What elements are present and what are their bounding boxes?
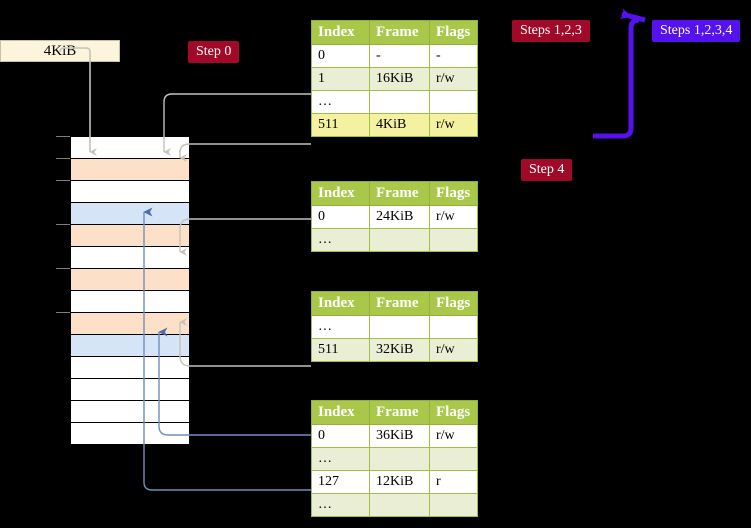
memory-column bbox=[70, 136, 190, 445]
table-cell-flags: r/w bbox=[429, 205, 478, 229]
table-cell-index: 127 bbox=[311, 470, 370, 494]
table-cell-frame bbox=[369, 228, 430, 252]
memory-frame-row bbox=[70, 136, 190, 159]
table-cell-flags bbox=[429, 447, 478, 471]
column-header-flags: Flags bbox=[429, 400, 478, 425]
memory-block-4kib: 4KiB bbox=[0, 40, 120, 62]
column-header-frame: Frame bbox=[369, 291, 430, 316]
memory-frame-row bbox=[70, 422, 190, 445]
table-cell-index: … bbox=[311, 493, 370, 517]
table-cell-index: … bbox=[311, 315, 370, 339]
table-cell-frame: 16KiB bbox=[369, 67, 430, 91]
memory-frame-row bbox=[70, 400, 190, 423]
memory-frame-row bbox=[70, 158, 190, 181]
memory-frame-row bbox=[70, 268, 190, 291]
column-header-frame: Frame bbox=[369, 400, 430, 425]
connector-pdp-row0 bbox=[179, 218, 311, 256]
table-cell-flags: r/w bbox=[429, 113, 478, 137]
table-cell-index: … bbox=[311, 447, 370, 471]
connector-pml4-row511 bbox=[179, 143, 311, 162]
column-header-flags: Flags bbox=[429, 291, 478, 316]
connector-pd-row511 bbox=[179, 318, 311, 367]
table-cell-flags bbox=[429, 315, 478, 339]
table-cell-flags bbox=[429, 493, 478, 517]
table-cell-frame: - bbox=[369, 44, 430, 68]
table-cell-flags: r/w bbox=[429, 424, 478, 448]
table-cell-index: 511 bbox=[311, 113, 370, 137]
column-header-index: Index bbox=[311, 20, 370, 45]
table-cell-index: … bbox=[311, 228, 370, 252]
column-header-index: Index bbox=[311, 400, 370, 425]
column-header-index: Index bbox=[311, 181, 370, 206]
table-cell-flags bbox=[429, 228, 478, 252]
table-cell-frame: 24KiB bbox=[369, 205, 430, 229]
column-header-index: Index bbox=[311, 291, 370, 316]
memory-tick bbox=[56, 224, 70, 225]
table-row[interactable]: … bbox=[311, 315, 478, 339]
step-badge-steps123: Steps 1,2,3 bbox=[512, 20, 590, 42]
table-cell-flags: r/w bbox=[429, 67, 478, 91]
table-row[interactable]: … bbox=[311, 228, 478, 252]
column-header-flags: Flags bbox=[429, 20, 478, 45]
memory-block-label: 4KiB bbox=[43, 42, 77, 59]
table-cell-frame: 36KiB bbox=[369, 424, 430, 448]
memory-tick bbox=[56, 136, 70, 137]
table-cell-flags: - bbox=[429, 44, 478, 68]
step-badge-steps1234: Steps 1,2,3,4 bbox=[652, 20, 741, 42]
table-cell-frame: 4KiB bbox=[369, 113, 430, 137]
memory-frame-row bbox=[70, 356, 190, 379]
table-cell-index: 1 bbox=[311, 67, 370, 91]
memory-tick bbox=[56, 180, 70, 181]
table-row[interactable]: … bbox=[311, 447, 478, 471]
memory-frame-row bbox=[70, 378, 190, 401]
table-cell-index: 0 bbox=[311, 44, 370, 68]
memory-frame-row bbox=[70, 180, 190, 203]
table-cell-frame: 12KiB bbox=[369, 470, 430, 494]
table-cell-frame bbox=[369, 447, 430, 471]
step-badge-step4: Step 4 bbox=[521, 159, 573, 181]
table-cell-flags: r/w bbox=[429, 338, 478, 362]
memory-frame-row bbox=[70, 290, 190, 313]
table-cell-frame bbox=[369, 90, 430, 114]
memory-frame-row bbox=[70, 202, 190, 225]
table-cell-flags bbox=[429, 90, 478, 114]
table-cell-frame bbox=[369, 493, 430, 517]
memory-tick bbox=[56, 268, 70, 269]
table-row[interactable]: … bbox=[311, 493, 478, 517]
memory-frame-row bbox=[70, 246, 190, 269]
memory-tick bbox=[56, 312, 70, 313]
table-cell-frame: 32KiB bbox=[369, 338, 430, 362]
table-row[interactable]: 0-- bbox=[311, 44, 478, 68]
table-row[interactable]: … bbox=[311, 90, 478, 114]
memory-frame-row bbox=[70, 224, 190, 247]
table-cell-index: 0 bbox=[311, 424, 370, 448]
table-cell-frame bbox=[369, 315, 430, 339]
table-cell-index: 511 bbox=[311, 338, 370, 362]
arrow-steps-loop bbox=[593, 8, 646, 139]
column-header-frame: Frame bbox=[369, 20, 430, 45]
memory-tick bbox=[56, 158, 70, 159]
step-badge-step0: Step 0 bbox=[188, 41, 240, 63]
table-cell-flags: r bbox=[429, 470, 478, 494]
table-cell-index: … bbox=[311, 90, 370, 114]
memory-frame-row bbox=[70, 334, 190, 357]
column-header-flags: Flags bbox=[429, 181, 478, 206]
table-cell-index: 0 bbox=[311, 205, 370, 229]
memory-frame-row bbox=[70, 312, 190, 335]
column-header-frame: Frame bbox=[369, 181, 430, 206]
